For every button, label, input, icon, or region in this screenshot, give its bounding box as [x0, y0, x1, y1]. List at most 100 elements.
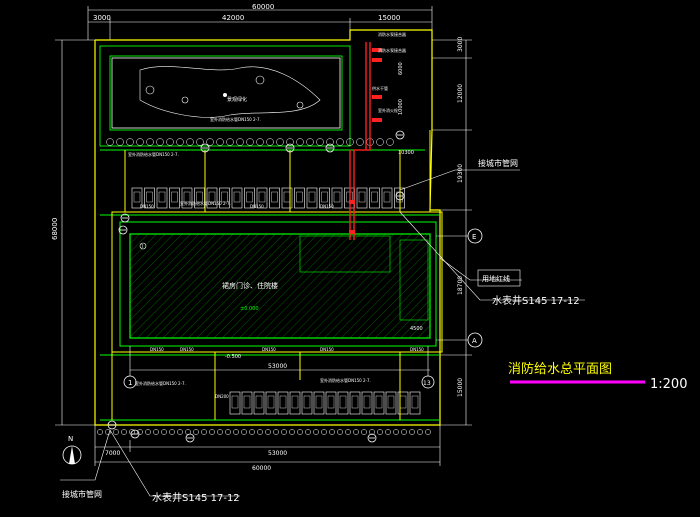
parking-space [373, 391, 385, 415]
tree-icon [386, 138, 394, 146]
car-icon [146, 191, 153, 203]
svg-text:N: N [68, 435, 73, 443]
tree-row-top [106, 138, 394, 146]
parking-space [256, 187, 268, 209]
tree-icon [225, 429, 231, 435]
parking-space [349, 391, 361, 415]
drawing-title: 消防给水总平面图 [508, 361, 612, 377]
callout-lines [60, 169, 585, 497]
parking-space [244, 187, 255, 209]
tree-icon [329, 429, 335, 435]
dim-bottom-mid: 53000 [268, 450, 287, 457]
car-icon [303, 395, 311, 409]
riser-label: 消防水泵接合器 [378, 31, 406, 37]
tree-icon [176, 138, 184, 146]
tree-icon [286, 138, 294, 146]
svg-text:7: 7 [141, 244, 144, 249]
car-icon [383, 191, 391, 203]
car-icon [196, 191, 203, 203]
parking-space [313, 391, 325, 415]
svg-text:13: 13 [423, 380, 431, 387]
car-icon [246, 191, 253, 203]
car-icon [267, 395, 275, 409]
tree-icon [393, 429, 399, 435]
dim-left-total: 68000 [51, 218, 59, 240]
parking-space [253, 391, 265, 415]
axis-e: E [436, 228, 483, 244]
car-icon [315, 395, 323, 409]
tree-icon [137, 429, 143, 435]
hydrant-icon [130, 429, 140, 439]
dn-3: DN150 [262, 347, 276, 352]
parking-space [169, 187, 180, 209]
svg-text:E: E [472, 233, 476, 241]
tree-icon [425, 429, 431, 435]
parking-space [277, 391, 289, 415]
axis-1: 1 [123, 346, 137, 389]
tree-icon [106, 138, 114, 146]
meter-right-label: 水表井S145 17-12 [492, 294, 580, 307]
dn-5: DN200 [215, 394, 229, 399]
tree-icon [361, 429, 367, 435]
tree-icon [206, 138, 214, 146]
dim-top-left: 3000 [93, 14, 111, 22]
car-icon [358, 191, 366, 203]
dim-local-3: 10300 [398, 150, 414, 156]
main-building [119, 221, 437, 347]
tree-icon [177, 429, 183, 435]
tree-icon [241, 429, 247, 435]
tree-icon [249, 429, 255, 435]
tree-icon [313, 429, 319, 435]
tree-icon [216, 138, 224, 146]
car-icon [208, 191, 216, 203]
dim-right-d: 18700 [457, 276, 464, 295]
parking-space [356, 187, 368, 209]
dn-4: DN150 [320, 347, 334, 352]
tree-icon [305, 429, 311, 435]
left-dimension [55, 39, 95, 426]
dim-top-total: 60000 [252, 3, 274, 11]
hydrant-icon [367, 433, 377, 443]
svg-text:A: A [472, 337, 477, 345]
pipe-note-1: 室外消防给水管DN150 2-7. [210, 116, 261, 122]
tree-icon [256, 138, 264, 146]
red-supply-main [349, 42, 371, 240]
tree-icon [297, 429, 303, 435]
parking-space [229, 391, 241, 415]
dim-bottom-total: 60000 [252, 465, 271, 472]
car-icon [371, 191, 378, 203]
parking-space [241, 391, 253, 415]
parking-space [397, 391, 409, 415]
dim-local-2: 10000 [398, 99, 404, 115]
elevation-label: ±0.000 [240, 306, 259, 312]
parking-space [319, 187, 330, 209]
north-arrow-icon: N [62, 435, 82, 465]
parking-space [156, 187, 168, 209]
parking-space [361, 391, 373, 415]
tree-icon [226, 138, 234, 146]
parking-space [281, 187, 293, 209]
property-line-box [477, 269, 521, 287]
right-dimension [432, 39, 472, 426]
dim-local-4: 4500 [410, 326, 423, 332]
tree-icon [257, 429, 263, 435]
car-icon [271, 191, 278, 203]
parking-space [131, 187, 143, 209]
tree-icon [353, 429, 359, 435]
level-label: -0.500 [225, 354, 241, 360]
tree-icon [321, 429, 327, 435]
tree-icon [281, 429, 287, 435]
tree-icon [417, 429, 423, 435]
tree-icon [337, 429, 343, 435]
parking-space [181, 187, 193, 209]
car-icon [327, 395, 335, 409]
tree-icon [236, 138, 244, 146]
tree-icon [121, 429, 127, 435]
tree-icon [385, 429, 391, 435]
dim-local-1: 6000 [398, 62, 404, 75]
car-icon [399, 395, 407, 409]
car-icon [321, 191, 328, 203]
car-icon [291, 395, 299, 409]
dim-top-mid: 42000 [222, 14, 244, 22]
tree-icon [409, 429, 415, 435]
